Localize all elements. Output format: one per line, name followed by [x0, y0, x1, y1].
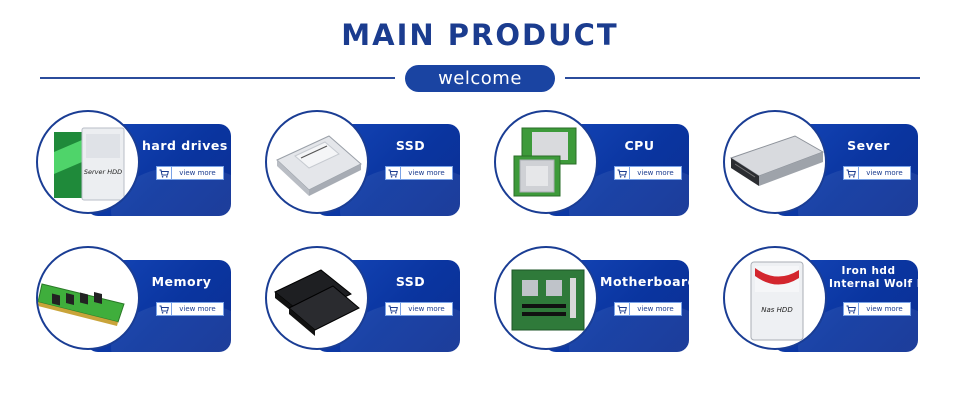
product-title: hard drives [142, 138, 228, 153]
product-card-hard-drives[interactable]: hard drives view more Server HDD [36, 110, 231, 218]
product-card-ssd[interactable]: SSD view more [265, 110, 460, 218]
server-hdd-icon: Server HDD [36, 110, 140, 214]
cart-icon [615, 167, 630, 179]
view-more-button[interactable]: view more [843, 302, 911, 316]
product-card-memory[interactable]: Memory view more [36, 246, 231, 354]
view-more-label: view more [866, 305, 903, 313]
view-more-label: view more [866, 169, 903, 177]
view-more-button[interactable]: view more [156, 166, 224, 180]
product-card-cpu[interactable]: CPU view more [494, 110, 689, 218]
product-title: Memory [151, 274, 212, 289]
product-title: CPU [624, 138, 655, 153]
cart-icon [157, 167, 172, 179]
product-card-iron-hdd[interactable]: Iron hdd Internal Wolf Pro view more Nas… [723, 246, 939, 354]
cart-icon [157, 303, 172, 315]
product-title: Iron hdd Internal Wolf Pro [829, 265, 939, 291]
view-more-label: view more [408, 169, 445, 177]
rack-server-icon [723, 110, 827, 214]
black-ssd-icon [265, 246, 369, 350]
product-title: SSD [395, 138, 426, 153]
ssd-2-5-icon [265, 110, 369, 214]
view-more-button[interactable]: view more [385, 166, 453, 180]
view-more-button[interactable]: view more [385, 302, 453, 316]
page-title: MAIN PRODUCT [341, 18, 619, 52]
product-card-motherboard[interactable]: Motherboard view more [494, 246, 698, 354]
view-more-label: view more [179, 169, 216, 177]
view-more-label: view more [408, 305, 445, 313]
cart-icon [386, 167, 401, 179]
cpu-chip-icon [494, 110, 598, 214]
nas-hdd-icon: Nas HDD [723, 246, 827, 350]
product-card-sever[interactable]: Sever view more [723, 110, 918, 218]
cart-icon [386, 303, 401, 315]
welcome-badge: welcome [405, 65, 555, 92]
cart-icon [844, 167, 859, 179]
view-more-label: view more [637, 169, 674, 177]
view-more-button[interactable]: view more [843, 166, 911, 180]
view-more-button[interactable]: view more [156, 302, 224, 316]
product-title-line2: Internal Wolf Pro [829, 278, 939, 290]
motherboard-icon [494, 246, 598, 350]
product-image-label: Nas HDD [761, 306, 793, 314]
product-image-label: Server HDD [84, 168, 122, 176]
divider-right [565, 77, 920, 79]
memory-module-icon [36, 246, 140, 350]
view-more-button[interactable]: view more [614, 166, 682, 180]
product-title-line1: Iron hdd [841, 265, 896, 277]
product-card-ssd-2[interactable]: SSD view more [265, 246, 460, 354]
product-title: Motherboard [600, 274, 698, 289]
divider-left [40, 77, 395, 79]
view-more-button[interactable]: view more [614, 302, 682, 316]
product-title: Sever [847, 138, 890, 153]
cart-icon [844, 303, 859, 315]
view-more-label: view more [179, 305, 216, 313]
cart-icon [615, 303, 630, 315]
product-title: SSD [395, 274, 426, 289]
view-more-label: view more [637, 305, 674, 313]
